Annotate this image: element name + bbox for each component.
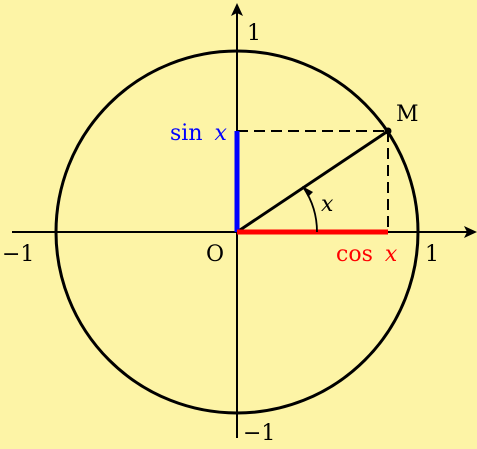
point-m-label: M <box>396 102 419 127</box>
angle-arc-arrowhead <box>302 186 313 197</box>
x-axis-label-neg-one: −1 <box>2 242 34 267</box>
cos-label-var: x <box>385 242 398 267</box>
y-axis-label-pos-one: 1 <box>247 21 261 46</box>
sin-label: sin x <box>170 121 228 146</box>
x-axis-label-pos-one: 1 <box>425 242 439 267</box>
cos-label: cos x <box>336 242 398 267</box>
unit-circle <box>54 49 420 415</box>
y-axis-arrowhead <box>231 3 243 16</box>
y-axis-label-neg-one: −1 <box>243 421 275 444</box>
sin-label-func: sin <box>170 121 203 146</box>
cos-label-func: cos <box>336 242 373 267</box>
origin-label: O <box>206 242 224 267</box>
x-axis-arrowhead <box>464 226 477 238</box>
radius-om <box>236 129 389 234</box>
sin-label-var: x <box>215 121 228 146</box>
point-m <box>384 127 392 135</box>
angle-label: x <box>321 192 334 217</box>
